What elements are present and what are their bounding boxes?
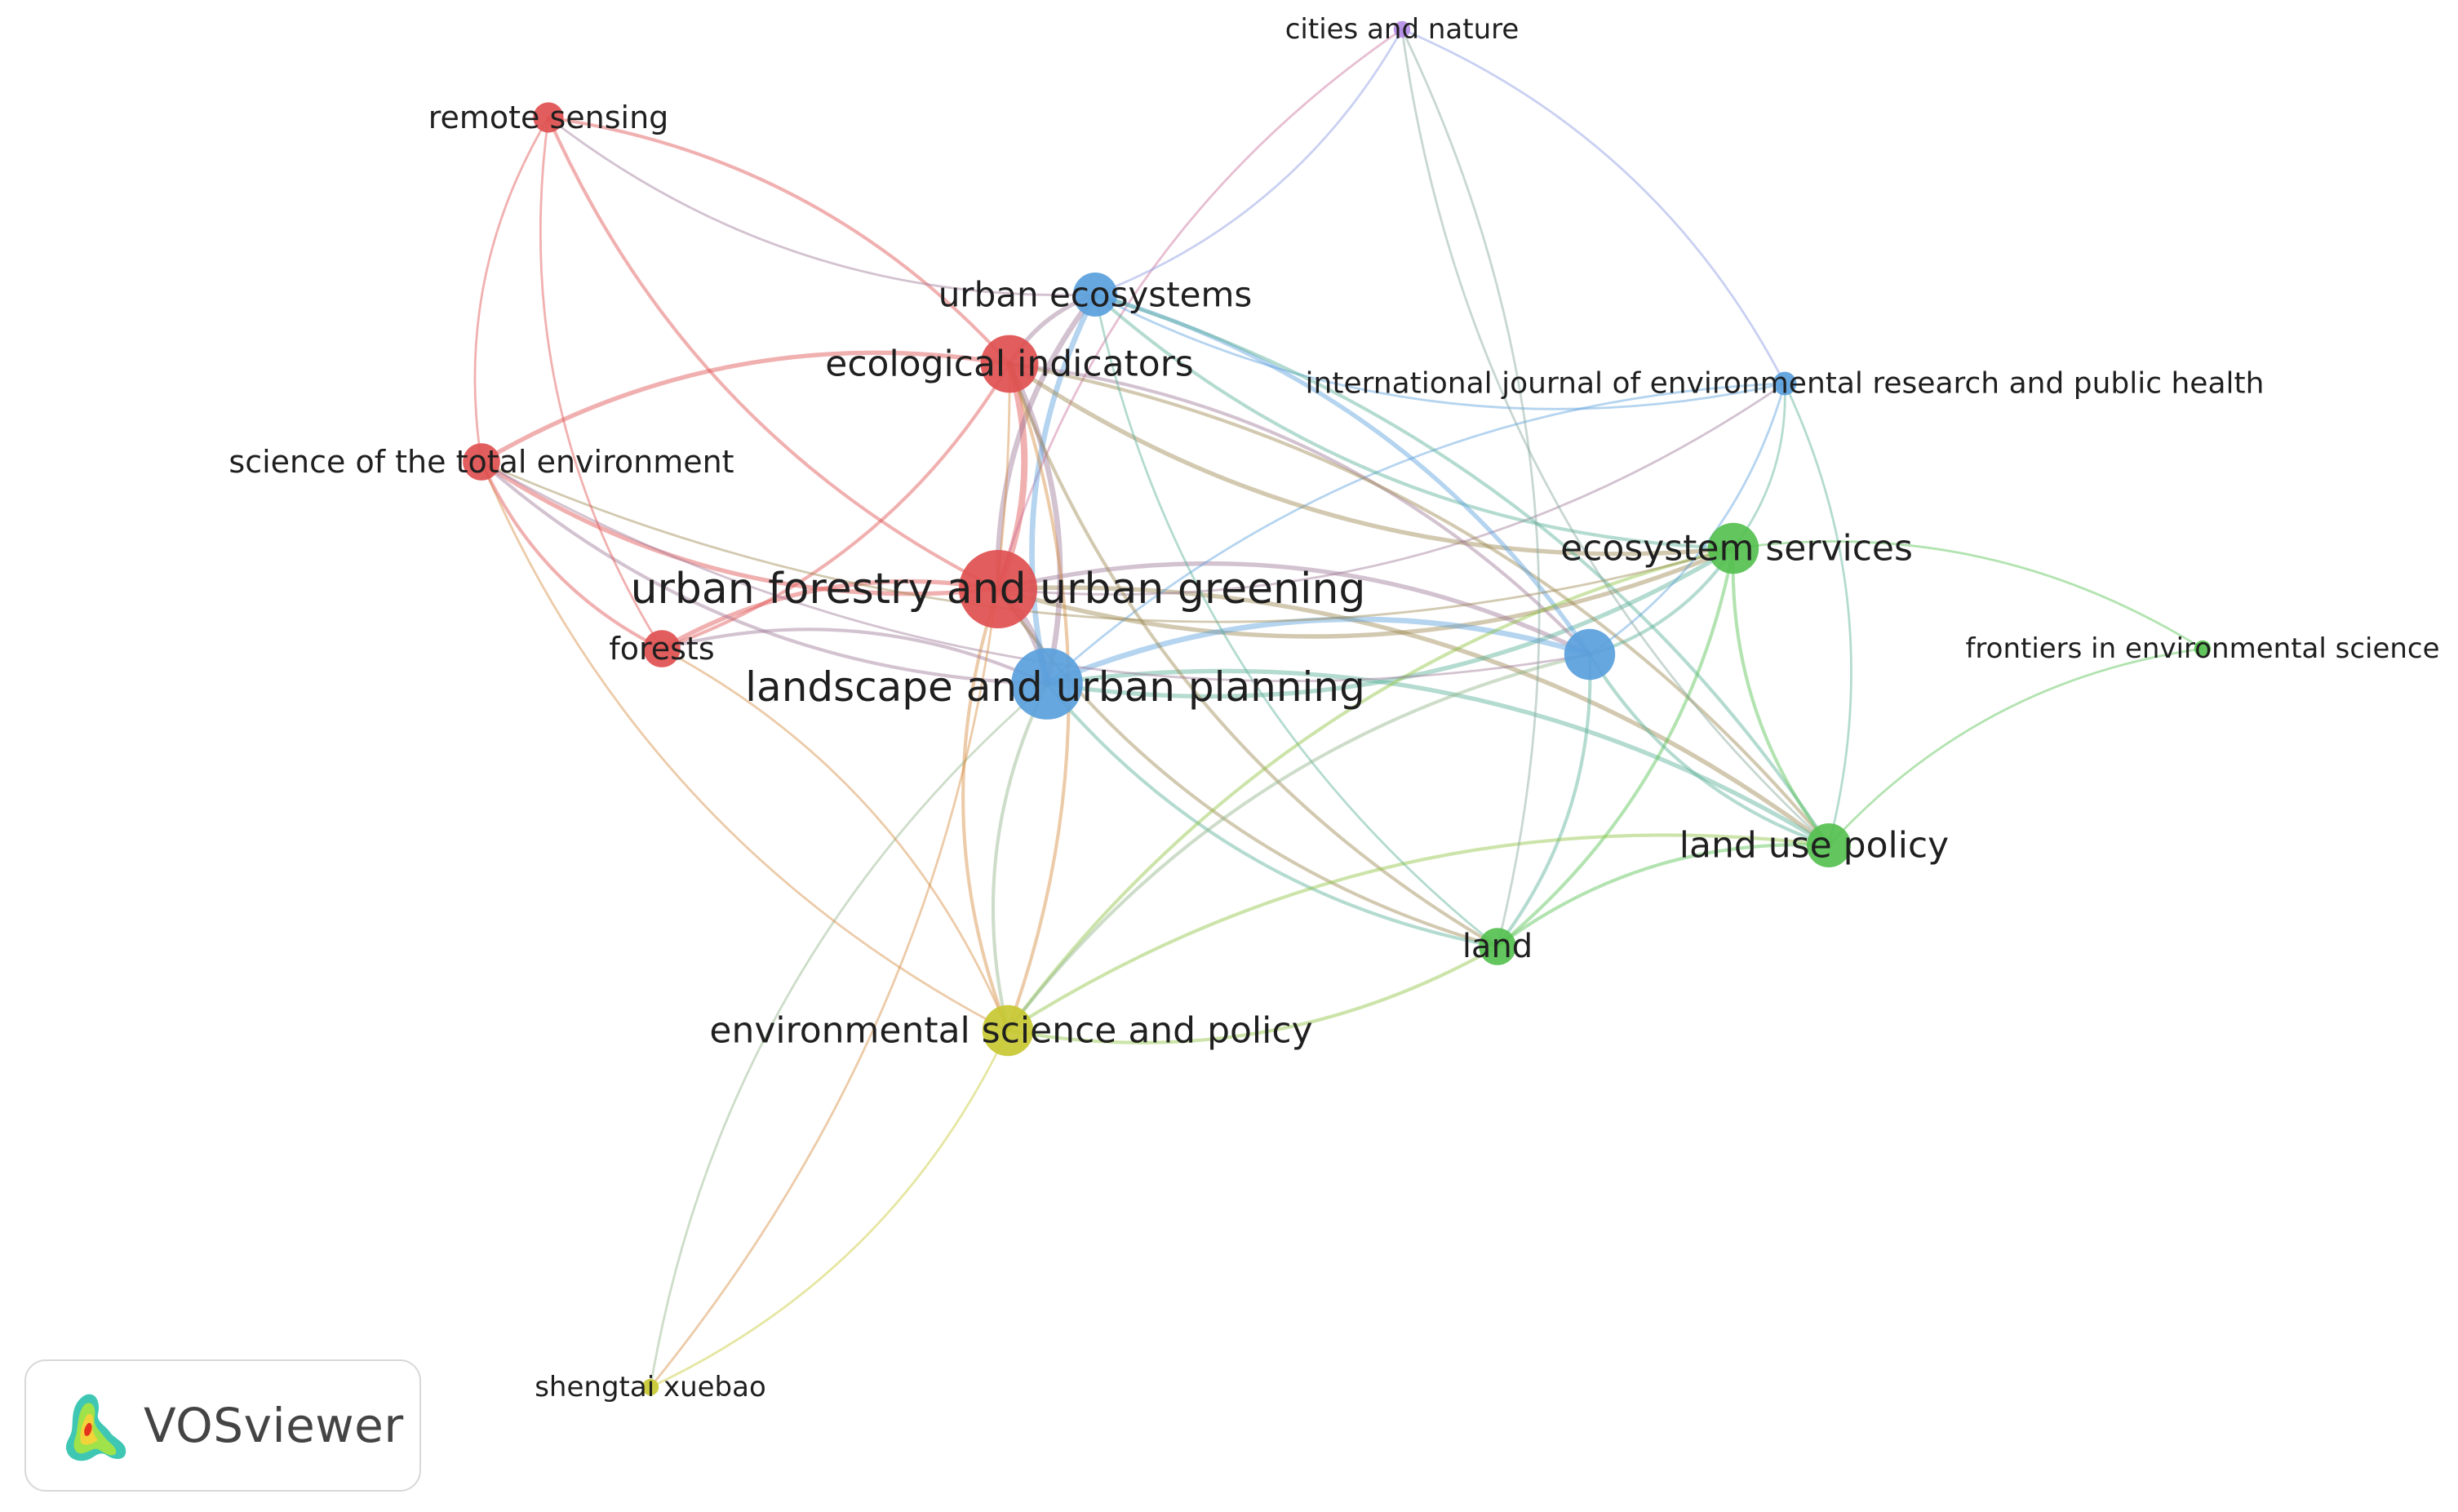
- node-label-ue[interactable]: urban ecosystems: [938, 275, 1253, 315]
- link-lu-ijerph: [1783, 382, 1852, 847]
- link-ei-for: [659, 361, 1012, 651]
- link-ei-rs: [546, 115, 1012, 366]
- link-can-land: [1400, 28, 1541, 948]
- link-unl-esp: [1005, 652, 1592, 1033]
- node-label-fes[interactable]: frontiers in environmental science: [1965, 632, 2439, 665]
- link-ufug-stoten: [479, 459, 1001, 596]
- link-esp-stoten: [480, 460, 1009, 1032]
- node-lu[interactable]: [1807, 823, 1851, 867]
- link-ufug-rs: [546, 115, 1001, 592]
- node-label-rs[interactable]: remote sensing: [428, 100, 669, 135]
- link-can-ijerph: [1400, 28, 1786, 385]
- link-lup-land: [1045, 681, 1500, 949]
- link-lu-can: [1400, 28, 1830, 847]
- nodes-layer: [463, 20, 2212, 1396]
- link-ufug-unl: [996, 561, 1592, 657]
- node-label-lu[interactable]: land use policy: [1679, 825, 1949, 867]
- link-ue-unl: [1093, 292, 1592, 657]
- link-ue-ijerph: [1094, 293, 1786, 410]
- link-lup-ue: [1029, 291, 1098, 687]
- node-fes[interactable]: [2194, 640, 2212, 658]
- node-rs[interactable]: [533, 102, 564, 133]
- link-lu-fes: [1827, 647, 2204, 847]
- link-ei-land: [1007, 361, 1500, 949]
- link-esp-lu: [1005, 833, 1831, 1033]
- link-rs-for: [539, 116, 663, 650]
- labels-layer: urban forestry and urban greening landsca…: [228, 13, 2439, 1403]
- link-lup-for: [659, 627, 1049, 686]
- link-ei-lu: [1007, 361, 1831, 848]
- link-unl-ijerph: [1588, 382, 1786, 656]
- link-es-fes: [1732, 540, 2204, 650]
- node-ei[interactable]: [980, 335, 1039, 393]
- node-ufug[interactable]: [959, 550, 1037, 628]
- link-ufug-land: [996, 587, 1500, 949]
- link-lup-ijerph: [1045, 382, 1786, 685]
- link-esp-land: [1005, 944, 1500, 1044]
- link-ue-rs: [547, 116, 1097, 296]
- link-ufug-can: [996, 28, 1404, 591]
- link-ufug-lu: [996, 585, 1831, 848]
- link-esp-sx: [649, 1029, 1009, 1389]
- link-lup-unl: [1044, 616, 1593, 687]
- link-stoten-for: [479, 459, 664, 651]
- link-esp-for: [660, 647, 1009, 1032]
- link-ei-es: [1007, 361, 1736, 556]
- link-ue-lu: [1093, 292, 1831, 848]
- link-lup-lu: [1045, 668, 1831, 848]
- link-es-lu: [1731, 546, 1831, 848]
- link-lup-sx: [649, 682, 1049, 1389]
- link-unl-land: [1495, 652, 1592, 949]
- node-ijerph[interactable]: [1773, 371, 1797, 396]
- links-layer: [473, 28, 2204, 1389]
- node-stoten[interactable]: [463, 443, 500, 481]
- link-es-esp: [1005, 546, 1736, 1033]
- link-unl-stoten: [480, 460, 1591, 683]
- link-ue-can: [1094, 28, 1404, 296]
- vosviewer-brand-name: VOSviewer: [144, 1398, 404, 1453]
- node-es[interactable]: [1707, 522, 1759, 574]
- node-sx[interactable]: [641, 1378, 659, 1396]
- node-label-can[interactable]: cities and nature: [1285, 13, 1520, 46]
- vosviewer-density-logo-icon: [65, 1394, 126, 1461]
- node-esp[interactable]: [982, 1004, 1034, 1057]
- link-lup-stoten: [479, 459, 1049, 686]
- link-es-land: [1495, 546, 1736, 949]
- node-lup[interactable]: [1011, 648, 1083, 720]
- link-ufug-for: [659, 579, 1001, 651]
- node-unl[interactable]: [1564, 628, 1616, 681]
- link-ue-land: [1094, 293, 1499, 948]
- node-label-ijerph[interactable]: international journal of environmental r…: [1306, 367, 2265, 401]
- node-label-ufug[interactable]: urban forestry and urban greening: [631, 565, 1366, 614]
- node-label-ei[interactable]: ecological indicators: [825, 344, 1193, 385]
- link-ufug-esp: [961, 587, 1010, 1033]
- node-label-es[interactable]: ecosystem services: [1560, 528, 1913, 570]
- link-ufug-ue: [995, 291, 1098, 592]
- node-label-stoten[interactable]: science of the total environment: [228, 444, 734, 480]
- link-lup-esp: [991, 681, 1049, 1033]
- link-stoten-rs: [473, 116, 550, 463]
- node-land[interactable]: [1479, 928, 1516, 965]
- link-lup-ei: [1006, 361, 1063, 687]
- node-label-sx[interactable]: shengtai xuebao: [535, 1371, 766, 1403]
- link-sx-ei: [649, 362, 1011, 1389]
- node-label-lup[interactable]: landscape and urban planning: [745, 663, 1365, 711]
- vosviewer-badge: VOSviewer: [24, 1359, 421, 1492]
- node-can[interactable]: [1393, 20, 1411, 38]
- node-for[interactable]: [643, 630, 681, 667]
- link-unl-lu: [1587, 652, 1831, 848]
- node-label-for[interactable]: forests: [609, 631, 714, 667]
- link-ufug-ijerph: [996, 382, 1786, 596]
- link-ei-stoten: [479, 350, 1012, 464]
- node-label-esp[interactable]: environmental science and policy: [709, 1010, 1312, 1052]
- link-es-stoten: [480, 460, 1735, 623]
- node-label-land[interactable]: land: [1462, 928, 1533, 965]
- link-ue-es: [1093, 292, 1736, 551]
- link-ei-unl: [1007, 361, 1592, 657]
- link-lu-land: [1495, 843, 1831, 949]
- node-ue[interactable]: [1073, 273, 1117, 317]
- link-ufug-es: [996, 546, 1736, 639]
- link-lup-es: [1045, 546, 1736, 699]
